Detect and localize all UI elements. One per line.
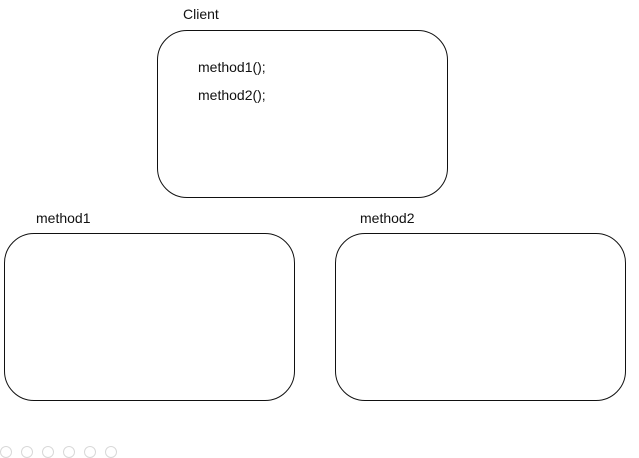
dot-1 xyxy=(0,446,12,458)
client-code-line-2: method2(); xyxy=(198,87,266,103)
method2-label: method2 xyxy=(360,210,415,226)
bottom-dots xyxy=(0,446,130,458)
client-code-line-1: method1(); xyxy=(198,59,266,75)
dot-2 xyxy=(21,446,33,458)
method1-label: method1 xyxy=(36,210,91,226)
client-box: method1(); method2(); xyxy=(157,30,448,198)
dot-4 xyxy=(63,446,75,458)
dot-5 xyxy=(84,446,96,458)
dot-6 xyxy=(105,446,117,458)
method1-box xyxy=(4,233,295,401)
method2-box xyxy=(335,233,626,401)
client-label: Client xyxy=(183,6,219,22)
dot-3 xyxy=(42,446,54,458)
